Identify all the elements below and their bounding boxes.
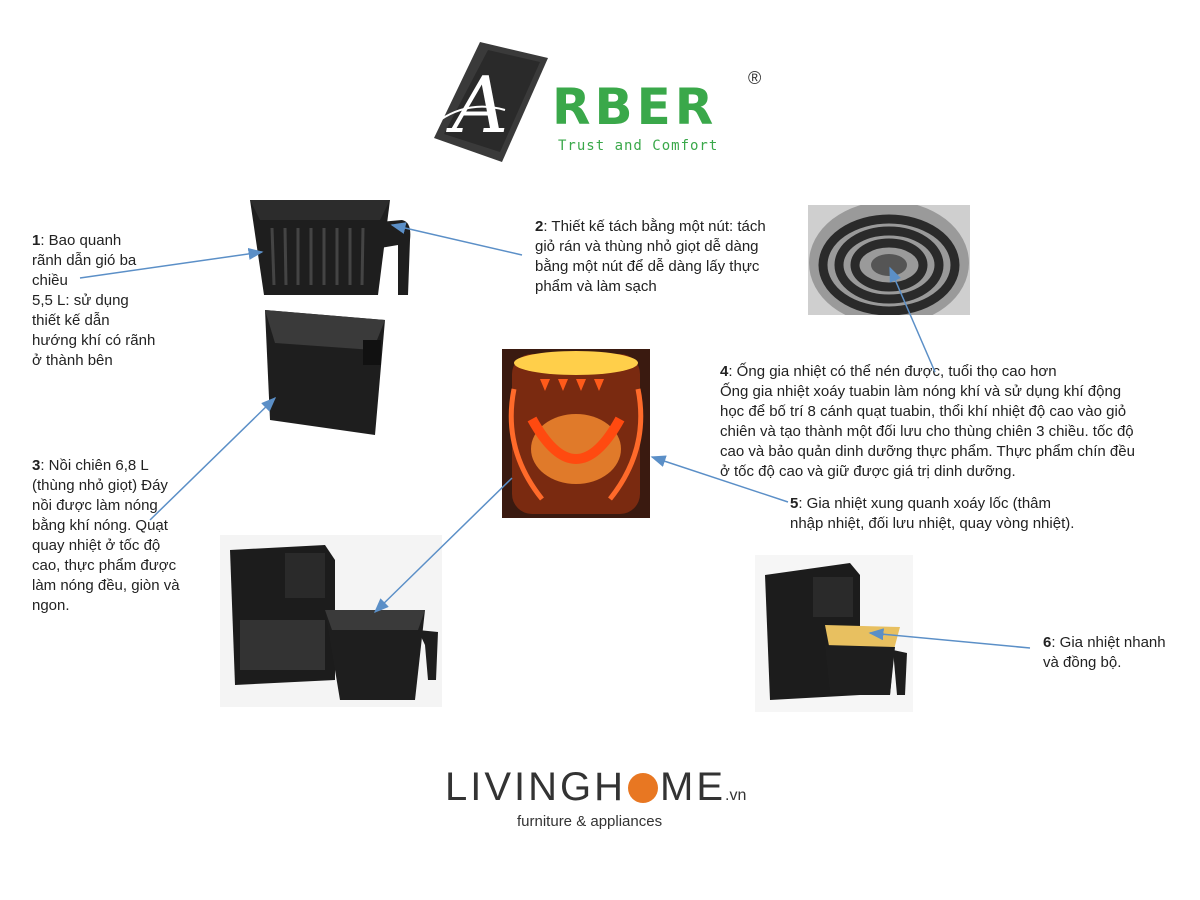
callout-5: 5: Gia nhiệt xung quanh xoáy lốc (thâm n… xyxy=(790,494,1190,534)
callout-4-line: Ống gia nhiệt xoáy tuabin làm nóng khí v… xyxy=(720,383,1122,400)
callout-3-line: bằng khí nóng. Quạt xyxy=(32,517,168,534)
callout-2-line: phẩm và làm sạch xyxy=(535,278,657,295)
callout-3-line: ngon. xyxy=(32,597,70,614)
fryer-fries-image xyxy=(755,555,913,712)
callout-1-line: : Bao quanh xyxy=(40,232,122,249)
callout-6-line: : Gia nhiệt nhanh xyxy=(1051,634,1166,651)
callout-5-line: : Gia nhiệt xung quanh xoáy lốc (thâm xyxy=(798,495,1051,512)
callout-1-line: 5,5 L: sử dụng xyxy=(32,292,129,309)
callout-3-line: cao, thực phẩm được xyxy=(32,557,177,574)
callout-3-number: 3 xyxy=(32,457,41,474)
callout-3-line: làm nóng đều, giòn và xyxy=(32,577,180,594)
callout-1-line: chiều xyxy=(32,272,68,289)
brand-tagline: Trust and Comfort xyxy=(558,138,719,154)
heating-coil-image xyxy=(808,205,970,315)
livinghome-part3: ME xyxy=(660,765,727,809)
callout-3-line: (thùng nhỏ giọt) Đáy xyxy=(32,477,168,494)
callout-3-line: : Nồi chiên 6,8 L xyxy=(40,457,149,474)
fryer-basket-image xyxy=(250,200,411,295)
livinghome-logo: LIVINGH ME .vn furniture & appliances xyxy=(445,765,765,835)
callout-3-line: quay nhiệt ở tốc độ xyxy=(32,537,161,554)
registered-mark: ® xyxy=(748,68,762,88)
callout-4-number: 4 xyxy=(720,363,729,380)
callout-2-line: giỏ rán và thùng nhỏ giọt dễ dàng xyxy=(535,238,759,255)
callout-5-line: nhập nhiệt, đối lưu nhiệt, quay vòng nhi… xyxy=(790,515,1075,532)
arber-logo: A RBER ® Trust and Comfort xyxy=(430,40,770,165)
livinghome-part1: LIV xyxy=(445,765,515,809)
callout-1-number: 1 xyxy=(32,232,41,249)
callout-4-line: học để bố trí 8 cánh quạt tuabin, thổi k… xyxy=(720,403,1127,420)
callout-4-line: ở tốc độ cao và giữ được giá trị dinh dư… xyxy=(720,463,1016,480)
callout-3-line: nồi được làm nóng xyxy=(32,497,158,514)
callout-1-line: rãnh dẫn gió ba xyxy=(32,252,137,269)
callout-4-line: chiên và tạo thành một đối lưu cho thùng… xyxy=(720,423,1134,440)
callout-2-line: bằng một nút để dễ dàng lấy thực xyxy=(535,258,760,275)
callout-1: 1: Bao quanh rãnh dẫn gió ba chiều 5,5 L… xyxy=(32,231,202,371)
callout-6-line: và đồng bộ. xyxy=(1043,654,1122,671)
callout-6-number: 6 xyxy=(1043,634,1052,651)
callout-4: 4: Ống gia nhiệt có thể nén được, tuổi t… xyxy=(720,362,1190,482)
callout-2-number: 2 xyxy=(535,218,544,235)
livinghome-tagline: furniture & appliances xyxy=(517,813,663,830)
callout-1-line: ở thành bên xyxy=(32,352,113,369)
livinghome-domain: .vn xyxy=(725,787,747,804)
callout-1-line: hướng khí có rãnh xyxy=(32,332,156,349)
callout-5-number: 5 xyxy=(790,495,799,512)
brand-name: RBER xyxy=(552,78,718,136)
livinghome-o-icon xyxy=(628,773,659,803)
callout-2: 2: Thiết kế tách bằng một nút: tách giỏ … xyxy=(535,217,810,297)
arber-logo-emblem: A xyxy=(434,42,548,162)
callout-1-line: thiết kế dẫn xyxy=(32,312,110,329)
callout-4-line: cao và bảo quản dinh dưỡng thực phẩm. Th… xyxy=(720,443,1135,460)
heat-circulation-image xyxy=(502,349,650,518)
livinghome-part2: INGH xyxy=(514,765,627,809)
callout-2-line: : Thiết kế tách bằng một nút: tách xyxy=(543,218,766,235)
callout-4-line: : Ống gia nhiệt có thể nén được, tuổi th… xyxy=(728,363,1057,380)
callout-3: 3: Nồi chiên 6,8 L (thùng nhỏ giọt) Đáy … xyxy=(32,456,212,616)
callout-6: 6: Gia nhiệt nhanh và đồng bộ. xyxy=(1043,633,1193,673)
fryer-open-image xyxy=(220,535,442,707)
drip-pan-image xyxy=(265,310,385,435)
